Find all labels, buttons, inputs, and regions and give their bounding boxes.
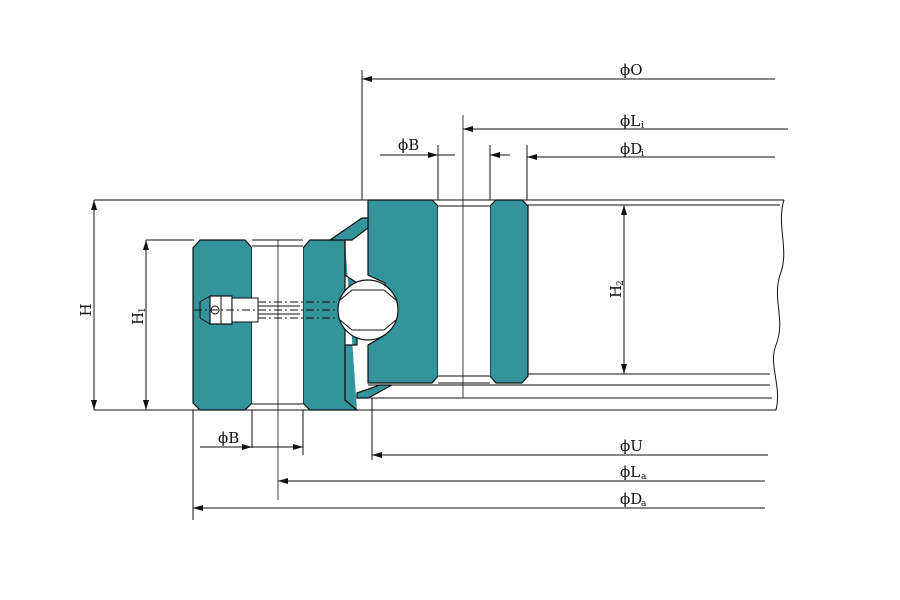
label-H1-sub: 1 <box>138 307 148 313</box>
label-H1: H <box>129 312 147 325</box>
label-Li: ϕL <box>620 112 640 130</box>
label-Da-sub: a <box>641 499 647 509</box>
seal-bottom <box>356 384 393 399</box>
label-H: H <box>77 303 95 316</box>
outer-ring-left-body <box>192 239 253 411</box>
label-Di: ϕD <box>620 140 642 158</box>
label-La: ϕL <box>620 463 640 481</box>
inner-ring-body <box>367 199 439 384</box>
label-B-top: ϕB <box>398 136 419 154</box>
inner-ring-right-body <box>489 199 529 384</box>
outer-ring <box>192 239 359 411</box>
dimension-lines <box>91 76 788 511</box>
label-Da: ϕD <box>620 490 642 508</box>
seal-top <box>328 217 369 241</box>
label-B-bottom: ϕB <box>218 429 239 447</box>
ball <box>337 279 399 341</box>
label-La-sub: a <box>641 472 647 482</box>
dimension-labels: ϕO ϕL i ϕD i ϕB H H 1 H 2 ϕB ϕU ϕL a ϕD … <box>77 61 647 509</box>
label-Li-sub: i <box>641 121 644 131</box>
label-H2: H <box>607 285 625 298</box>
extension-lines <box>192 70 625 520</box>
label-H2-sub: 2 <box>616 280 626 286</box>
raceway <box>328 217 399 411</box>
label-U: ϕU <box>620 437 643 455</box>
label-Di-sub: i <box>641 149 644 159</box>
label-O: ϕO <box>620 61 643 79</box>
inner-ring <box>367 199 529 384</box>
